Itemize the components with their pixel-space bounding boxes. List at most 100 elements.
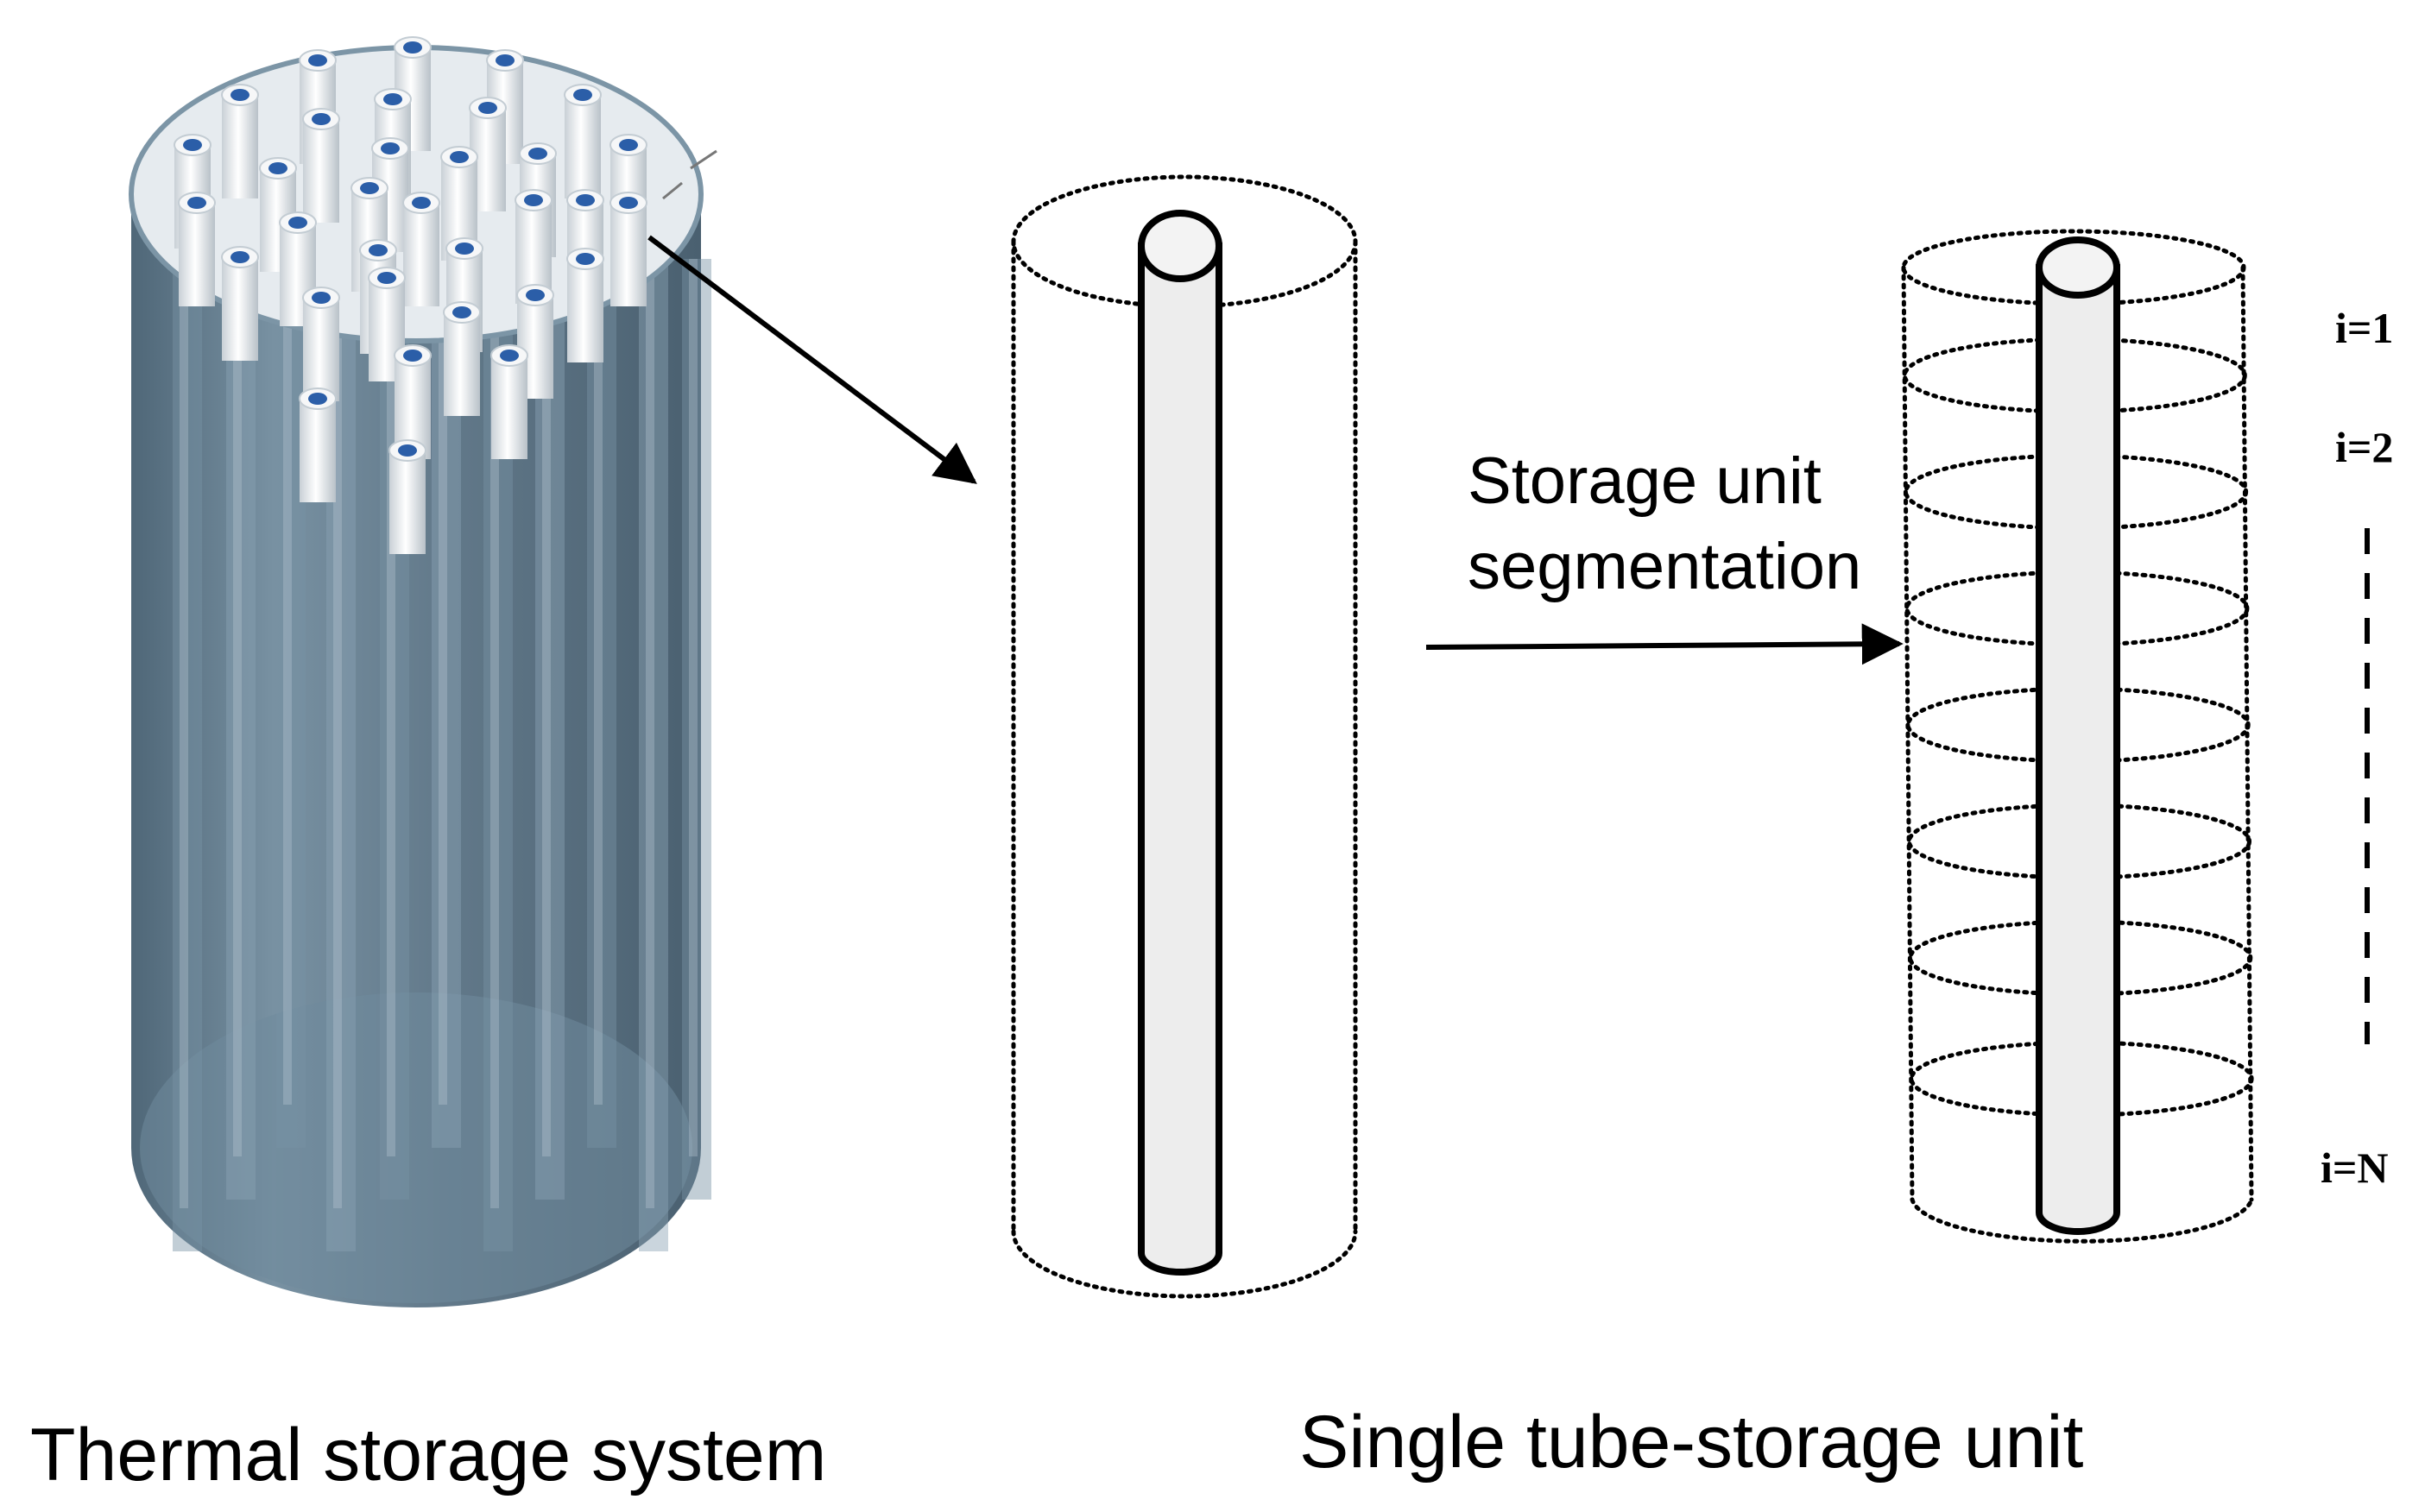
inner-tube-highlight (490, 259, 499, 1208)
unit-outer-bottom (1011, 1229, 1358, 1299)
storage-tube-wall (444, 312, 480, 416)
storage-tube-hole (576, 253, 595, 265)
storage-tube-hole (383, 93, 402, 105)
storage-tube-hole (187, 197, 206, 209)
segment-label-first: i=1 (2335, 304, 2393, 352)
inner-tube-streak (639, 259, 668, 1251)
storage-tube-hole (231, 89, 249, 101)
storage-tube (402, 192, 440, 306)
storage-tube-hole (450, 151, 469, 163)
inner-tube-streak (173, 259, 202, 1251)
process-label-line1: Storage unit (1468, 444, 1822, 518)
tank-edge-mark (662, 181, 683, 200)
storage-tube-wall (610, 203, 647, 306)
storage-tube (388, 439, 426, 554)
single-tube-unit (1011, 174, 1358, 1299)
storage-tube-hole (403, 350, 422, 362)
storage-tube-hole (381, 142, 400, 154)
storage-tube-hole (308, 54, 327, 66)
storage-tube-wall (179, 203, 215, 306)
unit-tube-top (1138, 210, 1222, 282)
storage-tube-hole (619, 139, 638, 151)
storage-tube-wall (403, 203, 439, 306)
unit-tube (1138, 243, 1222, 1276)
storage-tube (490, 344, 528, 459)
thermal-storage-tank (129, 36, 717, 1307)
storage-tube-hole (231, 251, 249, 263)
storage-tube-hole (528, 148, 547, 160)
arrow-right-icon (1425, 623, 1904, 665)
caption-thermal-storage-system: Thermal storage system (30, 1414, 826, 1496)
storage-tube (221, 84, 259, 198)
storage-tube-hole (183, 139, 202, 151)
arrow-diagonal-icon (647, 235, 977, 484)
storage-tube-hole (398, 444, 417, 457)
storage-tube-hole (496, 54, 515, 66)
storage-tube-wall (389, 450, 426, 554)
seg-outer-bottom (1910, 1197, 2254, 1244)
storage-tube-hole (619, 197, 638, 209)
inner-tube-highlight (333, 259, 342, 1208)
inner-tube-streak (535, 259, 565, 1200)
inner-tube-streak (226, 259, 256, 1200)
storage-tube-wall (300, 399, 336, 502)
storage-tube-hole (288, 217, 307, 229)
storage-tube-hole (377, 272, 396, 284)
tank-edge-mark (690, 149, 717, 170)
storage-tube-wall (222, 95, 258, 198)
segment-label-second: i=2 (2335, 423, 2393, 471)
storage-tube-hole (268, 162, 287, 174)
storage-tube-wall (567, 259, 603, 362)
segment-label-last: i=N (2321, 1143, 2389, 1192)
storage-tube (566, 248, 604, 362)
seg-tube (2036, 264, 2120, 1235)
inner-tube-highlight (439, 259, 447, 1105)
storage-tube-wall (491, 356, 527, 459)
inner-tube-highlight (646, 259, 654, 1208)
storage-tube (564, 84, 602, 198)
storage-tube-hole (500, 350, 519, 362)
storage-tube-hole (308, 393, 327, 405)
inner-tube-highlight (689, 259, 698, 1156)
inner-tube-highlight (542, 259, 551, 1156)
storage-tube (299, 387, 337, 502)
storage-tube-wall (303, 119, 339, 223)
seg-outer-left (1901, 265, 1915, 1202)
storage-tube (302, 108, 340, 223)
inner-tube-streak (682, 259, 711, 1200)
storage-tube-hole (403, 41, 422, 54)
storage-tube-hole (452, 306, 471, 318)
storage-tube-hole (573, 89, 592, 101)
storage-tube (302, 287, 340, 401)
caption-single-tube-unit: Single tube-storage unit (1299, 1401, 2083, 1484)
storage-tube-hole (312, 292, 331, 304)
storage-tube (221, 246, 259, 361)
storage-tube-hole (369, 244, 388, 256)
storage-tube-hole (412, 197, 431, 209)
storage-tube-hole (524, 194, 543, 206)
storage-tube-wall (222, 257, 258, 361)
tank-top-tubes (174, 36, 647, 554)
storage-tube-hole (455, 243, 474, 255)
storage-tube (394, 36, 432, 151)
storage-tube-wall (303, 298, 339, 401)
storage-tube-hole (360, 182, 379, 194)
inner-tube-highlight (233, 259, 242, 1156)
process-label-line2: segmentation (1468, 530, 1861, 603)
tank-bottom (140, 992, 692, 1303)
storage-tube (443, 301, 481, 416)
storage-tube-hole (526, 289, 545, 301)
seg-outer-right (2240, 265, 2254, 1202)
inner-tube-highlight (387, 259, 395, 1156)
seg-tube-top (2036, 236, 2120, 299)
storage-tube-hole (312, 113, 331, 125)
inner-tube-highlight (180, 259, 188, 1208)
inner-tube-highlight (283, 259, 292, 1105)
inner-tube-streak (587, 259, 616, 1148)
storage-tube-hole (478, 102, 497, 114)
storage-tube (178, 192, 216, 306)
storage-tube-hole (576, 194, 595, 206)
storage-tube-wall (565, 95, 601, 198)
segmented-unit (1901, 229, 2254, 1244)
